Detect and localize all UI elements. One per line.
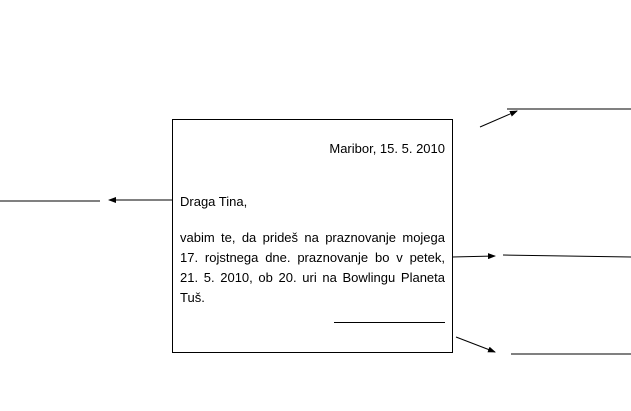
letter-greeting: Draga Tina, — [180, 194, 248, 209]
invitation-letter: Maribor, 15. 5. 2010 Draga Tina, vabim t… — [172, 119, 453, 353]
signature-line — [334, 322, 445, 323]
letter-body: vabim te, da prideš na praznovanje mojeg… — [180, 230, 445, 305]
arrow-to-date-answer — [479, 110, 518, 128]
arrow-to-body-answer — [451, 253, 496, 260]
letter-date-line: Maribor, 15. 5. 2010 — [329, 141, 445, 156]
arrow-to-signature-answer — [455, 336, 496, 353]
answer-line-body — [502, 254, 631, 258]
